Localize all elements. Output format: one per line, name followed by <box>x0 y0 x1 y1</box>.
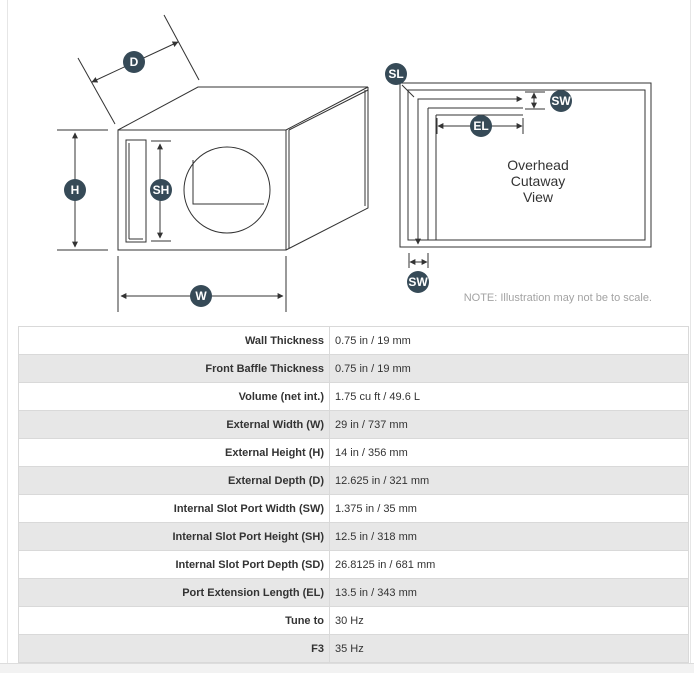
spec-label: Internal Slot Port Height (SH) <box>18 522 330 551</box>
label-h-text: H <box>71 183 80 197</box>
spec-table: Wall Thickness 0.75 in / 19 mm Front Baf… <box>18 326 689 663</box>
spec-label: Volume (net int.) <box>18 382 330 411</box>
label-sl: SL <box>385 63 407 85</box>
spec-label: Wall Thickness <box>18 326 330 355</box>
overhead-cutaway <box>399 82 652 268</box>
table-row: F3 35 Hz <box>18 634 689 663</box>
table-row: Internal Slot Port Width (SW) 1.375 in /… <box>18 494 689 523</box>
spec-label: External Width (W) <box>18 410 330 439</box>
table-row: External Depth (D) 12.625 in / 321 mm <box>18 466 689 495</box>
badge-sw-top <box>550 90 572 112</box>
label-w: W <box>190 285 212 307</box>
spec-label: External Depth (D) <box>18 466 330 495</box>
badge-sl <box>385 63 407 85</box>
label-el: EL <box>470 115 492 137</box>
label-el-text: EL <box>473 119 488 133</box>
spec-value: 13.5 in / 343 mm <box>329 578 689 607</box>
box-front-view <box>57 14 369 312</box>
table-row: Volume (net int.) 1.75 cu ft / 49.6 L <box>18 382 689 411</box>
spec-label: Front Baffle Thickness <box>18 354 330 383</box>
page-right-border <box>690 0 691 672</box>
label-sw-bottom-text: SW <box>408 275 428 289</box>
spec-value: 35 Hz <box>329 634 689 663</box>
scale-note: NOTE: Illustration may not be to scale. <box>464 292 652 304</box>
spec-value: 1.75 cu ft / 49.6 L <box>329 382 689 411</box>
table-row: Tune to 30 Hz <box>18 606 689 635</box>
label-sw-top-text: SW <box>551 94 571 108</box>
spec-label: Internal Slot Port Width (SW) <box>18 494 330 523</box>
label-sw-bottom: SW <box>407 271 429 293</box>
spec-value: 14 in / 356 mm <box>329 438 689 467</box>
spec-label: Port Extension Length (EL) <box>18 578 330 607</box>
spec-label: Tune to <box>18 606 330 635</box>
badge-d <box>123 51 145 73</box>
overhead-line-1: Overhead <box>507 157 568 173</box>
label-sh: SH <box>150 179 172 201</box>
spec-value: 12.625 in / 321 mm <box>329 466 689 495</box>
badge-sw-bottom <box>407 271 429 293</box>
spec-value: 12.5 in / 318 mm <box>329 522 689 551</box>
badge-el <box>470 115 492 137</box>
spec-value: 1.375 in / 35 mm <box>329 494 689 523</box>
label-d-text: D <box>130 55 139 69</box>
table-row: Port Extension Length (EL) 13.5 in / 343… <box>18 578 689 607</box>
label-sw-top: SW <box>550 90 572 112</box>
slot-port <box>125 139 147 243</box>
label-w-text: W <box>195 289 207 303</box>
spec-value: 0.75 in / 19 mm <box>329 354 689 383</box>
table-row: Wall Thickness 0.75 in / 19 mm <box>18 326 689 355</box>
table-row: Internal Slot Port Height (SH) 12.5 in /… <box>18 522 689 551</box>
overhead-line-2: Cutaway <box>511 173 565 189</box>
page-left-border <box>7 0 8 672</box>
spec-label: Internal Slot Port Depth (SD) <box>18 550 330 579</box>
table-row: Internal Slot Port Depth (SD) 26.8125 in… <box>18 550 689 579</box>
spec-value: 26.8125 in / 681 mm <box>329 550 689 579</box>
spec-value: 30 Hz <box>329 606 689 635</box>
table-row: Front Baffle Thickness 0.75 in / 19 mm <box>18 354 689 383</box>
speaker-opening <box>183 146 271 234</box>
badge-w <box>190 285 212 307</box>
overhead-line-3: View <box>523 189 554 205</box>
badge-h <box>64 179 86 201</box>
spec-label: External Height (H) <box>18 438 330 467</box>
enclosure-diagram: D H SH W SL SW EL SW Overhead Cutaway Vi… <box>0 0 694 325</box>
table-row: External Width (W) 29 in / 737 mm <box>18 410 689 439</box>
label-d: D <box>123 51 145 73</box>
table-row: External Height (H) 14 in / 356 mm <box>18 438 689 467</box>
spec-value: 29 in / 737 mm <box>329 410 689 439</box>
badge-sh <box>150 179 172 201</box>
spec-value: 0.75 in / 19 mm <box>329 326 689 355</box>
label-h: H <box>64 179 86 201</box>
label-sh-text: SH <box>153 183 170 197</box>
label-sl-text: SL <box>388 67 403 81</box>
horizontal-scrollbar[interactable] <box>0 663 694 673</box>
spec-label: F3 <box>18 634 330 663</box>
